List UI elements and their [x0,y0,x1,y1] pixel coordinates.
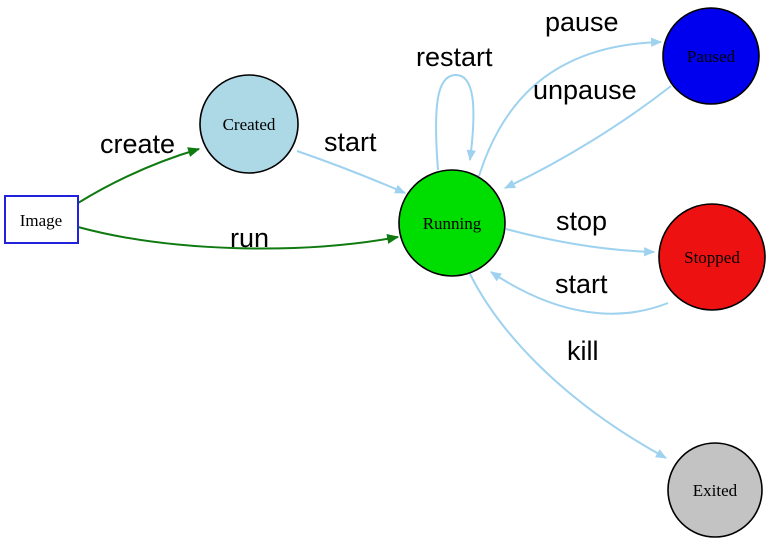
edge-kill-arrow [469,273,667,459]
edge-restart-selfloop-arrow [435,73,476,171]
edge-label-restart: restart [416,42,493,72]
edges-layer [77,37,672,459]
edge-create-arrow [77,147,201,204]
edge-label-pause: pause [545,7,619,37]
node-stopped-label: Stopped [684,248,740,267]
edge-run-arrow [77,226,400,250]
edge-label-start-stopped: start [555,269,608,299]
nodes-layer: Image Created Running Paused Stopped Exi… [4,7,766,538]
edge-unpause-arrow [504,85,672,189]
edge-label-stop: stop [556,206,607,236]
node-created: Created [199,74,299,174]
node-created-label: Created [223,115,276,134]
node-stopped-shape [658,203,766,311]
node-paused-label: Paused [687,47,736,66]
node-paused: Paused [662,7,760,105]
edge-label-unpause: unpause [533,75,637,105]
node-created-shape [199,74,299,174]
edge-stop-arrow [505,228,656,257]
node-image: Image [4,195,79,244]
node-image-label: Image [20,211,62,230]
edge-pause-arrow [478,37,663,177]
node-running-label: Running [423,214,482,233]
edge-label-kill: kill [567,336,599,366]
node-exited: Exited [667,442,763,538]
node-exited-label: Exited [693,481,738,500]
edge-labels-layer: create run start restart pause unpause s… [100,7,637,366]
node-running-shape [398,169,506,277]
node-stopped: Stopped [658,203,766,311]
edge-label-start-created: start [324,127,377,157]
node-exited-shape [667,442,763,538]
node-paused-shape [662,7,760,105]
edge-label-run: run [230,223,269,253]
edge-start-created-arrow [296,150,407,194]
edge-label-create: create [100,129,175,159]
node-image-shape [4,195,79,244]
node-running: Running [398,169,506,277]
edge-start-stopped-arrow [490,271,669,315]
